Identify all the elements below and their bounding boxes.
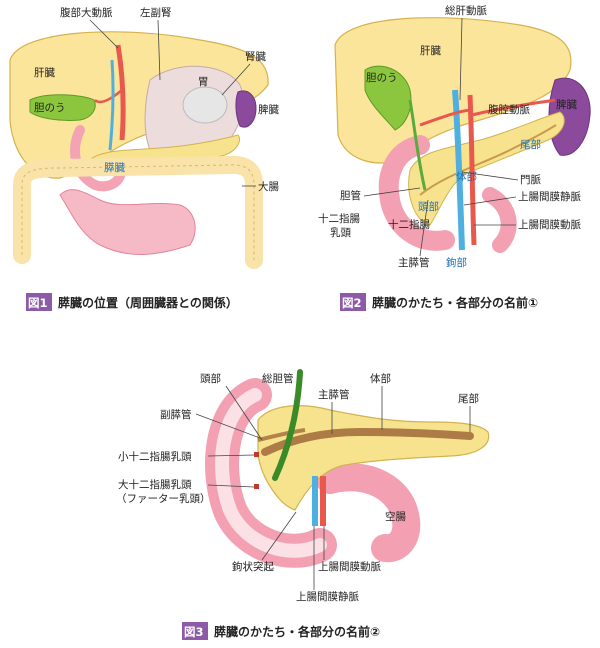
fig1-small-intestine [59, 189, 196, 255]
fig2-label-common-hepatic: 総肝動脈 [445, 4, 487, 17]
fig3-label-tail: 尾部 [458, 392, 479, 405]
fig3-label-main-duct: 主膵管 [318, 388, 350, 401]
fig1-vein [108, 59, 115, 151]
fig2-label-tail: 尾部 [520, 138, 541, 151]
fig3-major-papilla-marker [254, 484, 259, 489]
fig2-label-portal-vein: 門脈 [520, 173, 541, 186]
figure-3: 頭部 総胆管 体部 主膵管 尾部 副膵管 小十二指腸乳頭 大十二指腸乳頭 （ファ… [116, 369, 490, 640]
fig2-label-liver: 肝臓 [420, 45, 441, 57]
fig3-accessory-duct [257, 428, 306, 442]
fig2-caption: 膵臓のかたち・各部分の名前① [372, 295, 538, 310]
fig3-label-major-papilla: 大十二指腸乳頭 [118, 478, 192, 491]
fig3-label-vater: （ファーター乳頭） [116, 492, 211, 505]
fig1-label-celiac-aorta: 腹部大動脈 [60, 6, 113, 19]
fig2-pancreas [408, 111, 565, 226]
fig1-kidney [182, 86, 228, 124]
fig2-jejunum [482, 187, 517, 253]
fig2-label-celiac: 腹腔動脈 [488, 103, 530, 116]
fig3-caption: 膵臓のかたち・各部分の名前② [214, 624, 380, 639]
fig3-label-minor-papilla: 小十二指腸乳頭 [118, 450, 192, 463]
fig2-celiac [471, 98, 556, 117]
fig3-label-uncinate: 鉤状突起 [232, 560, 274, 573]
fig1-caption: 膵臓の位置（周囲臓器との関係） [58, 295, 238, 310]
fig1-aorta [115, 44, 126, 141]
fig3-duodenum-inner [215, 388, 327, 558]
fig3-minor-papilla-marker [254, 452, 259, 457]
fig2-gallbladder [364, 65, 412, 131]
fig2-caption-badge-text: 図2 [342, 296, 362, 310]
fig2-common-hepatic [419, 108, 471, 127]
fig2-label-duodenal-papilla-2: 乳頭 [330, 226, 351, 239]
fig2-duodenum [378, 135, 455, 251]
fig2-label-duodenum: 十二指腸 [388, 218, 430, 231]
fig1-large-intestine-outline [21, 164, 255, 260]
fig1-label-kidney: 腎臓 [245, 51, 266, 63]
fig2-label-spleen: 脾臓 [556, 98, 577, 111]
fig3-label-accessory-duct: 副膵管 [160, 408, 192, 421]
fig3-caption-badge-text: 図3 [184, 625, 204, 639]
fig2-label-gallbladder: 胆のう [366, 72, 398, 84]
fig1-caption-badge-text: 図1 [28, 296, 48, 310]
fig2-label-head: 頭部 [418, 200, 439, 213]
figure-1: 腹部大動脈 左副腎 腎臓 肝臓 胃 胆のう 脾臓 膵臓 大腸 図1 膵臓の位置（… [9, 6, 279, 311]
fig1-caption-badge [26, 293, 52, 311]
fig1-label-stomach: 胃 [198, 76, 209, 88]
fig3-label-body: 体部 [370, 372, 391, 385]
fig2-artery [467, 94, 477, 246]
fig3-common-bile-duct [272, 369, 303, 481]
fig3-label-jejunum: 空腸 [385, 510, 406, 523]
fig3-sup-mes-artery [320, 476, 326, 526]
figure-2: 総肝動脈 肝臓 胆のう 腹腔動脈 脾臓 尾部 体部 門脈 胆管 頭部 上腸間膜静… [318, 4, 591, 311]
fig1-vessel-branch [94, 89, 123, 104]
fig2-portal-vein [452, 89, 465, 251]
fig1-label-gallbladder: 胆のう [34, 102, 66, 114]
fig2-label-body: 体部 [456, 170, 477, 183]
fig2-label-duodenal-papilla-1: 十二指腸 [318, 212, 360, 225]
fig1-duodenum [70, 125, 126, 192]
fig3-caption-badge [182, 622, 208, 640]
fig1-label-large-intestine: 大腸 [258, 180, 279, 193]
fig1-spleen [235, 90, 257, 128]
fig1-label-pancreas: 膵臓 [104, 162, 125, 174]
fig2-label-bile-duct: 胆管 [340, 189, 361, 202]
fig1-label-left-adrenal: 左副腎 [140, 6, 172, 19]
fig2-bile-duct [408, 99, 427, 191]
fig2-label-sup-mes-vein: 上腸間膜静脈 [518, 190, 581, 203]
fig2-main-duct [419, 124, 557, 196]
fig2-label-uncinate: 鉤部 [446, 256, 467, 269]
fig2-label-sup-mes-artery: 上腸間膜動脈 [518, 218, 581, 231]
fig1-gallbladder [29, 94, 96, 121]
fig3-sup-mes-vein [312, 476, 318, 526]
fig1-label-liver: 肝臓 [34, 67, 55, 79]
fig2-label-main-duct: 主膵管 [398, 256, 430, 269]
fig3-label-sup-mes-artery: 上腸間膜動脈 [318, 560, 381, 573]
fig3-label-common-bile-duct: 総胆管 [262, 372, 294, 385]
fig2-caption-badge [340, 293, 366, 311]
fig1-label-spleen: 脾臓 [258, 103, 279, 116]
fig3-label-head: 頭部 [200, 372, 221, 385]
fig3-label-sup-mes-vein: 上腸間膜静脈 [296, 590, 359, 603]
fig3-jejunum [316, 463, 421, 563]
